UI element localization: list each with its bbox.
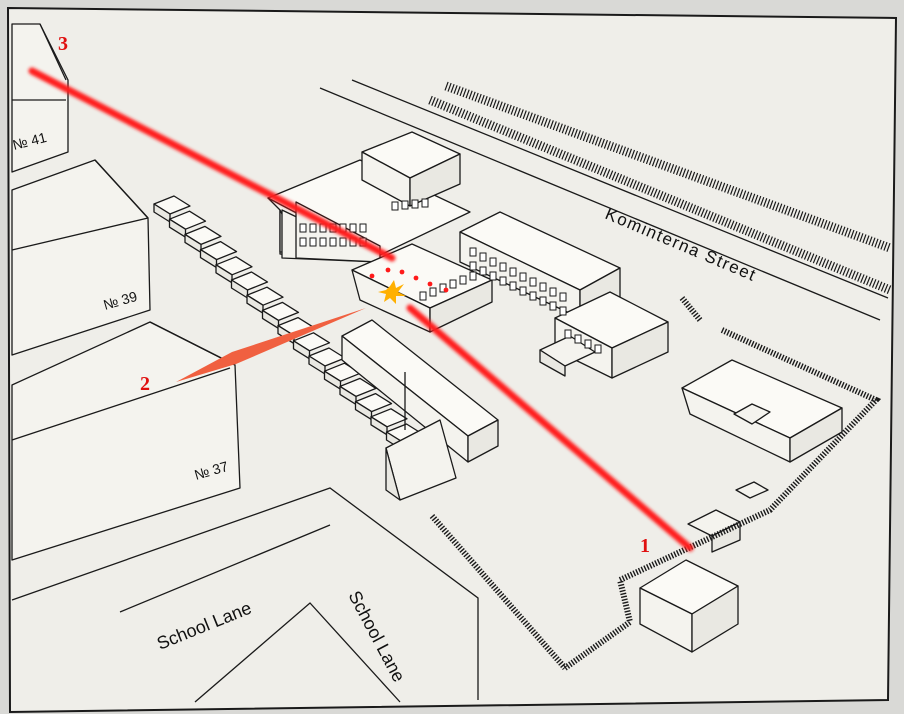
red-dot bbox=[399, 269, 405, 275]
window bbox=[479, 266, 487, 276]
red-dot bbox=[443, 287, 449, 293]
house-41 bbox=[11, 23, 69, 173]
red-dot-trail bbox=[369, 267, 449, 293]
red-dot bbox=[369, 273, 375, 279]
road-lines bbox=[319, 79, 889, 321]
window bbox=[549, 287, 557, 297]
window bbox=[519, 286, 527, 296]
window bbox=[359, 223, 367, 233]
window bbox=[489, 271, 497, 281]
window bbox=[421, 198, 429, 208]
window bbox=[499, 262, 507, 272]
window bbox=[509, 267, 517, 277]
railway-tracks bbox=[428, 81, 892, 295]
window bbox=[499, 276, 507, 286]
arrow-2 bbox=[176, 308, 366, 382]
perimeter-fence bbox=[429, 296, 882, 671]
window bbox=[574, 334, 582, 344]
window bbox=[411, 199, 419, 209]
window bbox=[559, 292, 567, 302]
window bbox=[469, 247, 477, 257]
window bbox=[449, 279, 457, 289]
window bbox=[299, 237, 307, 247]
window bbox=[469, 261, 477, 271]
window bbox=[479, 252, 487, 262]
window bbox=[349, 223, 357, 233]
window bbox=[419, 291, 427, 301]
window bbox=[519, 272, 527, 282]
window bbox=[539, 282, 547, 292]
window bbox=[339, 237, 347, 247]
red-dot bbox=[427, 281, 433, 287]
window bbox=[529, 291, 537, 301]
window bbox=[564, 329, 572, 339]
window bbox=[459, 275, 467, 285]
window bbox=[309, 223, 317, 233]
window bbox=[539, 296, 547, 306]
marker-1: 1 bbox=[640, 535, 650, 557]
line-of-fire-1 bbox=[406, 304, 694, 552]
house-37 bbox=[11, 321, 241, 561]
shed-row bbox=[153, 195, 424, 451]
window bbox=[329, 237, 337, 247]
window bbox=[429, 287, 437, 297]
window bbox=[529, 277, 537, 287]
window bbox=[391, 201, 399, 211]
window bbox=[309, 237, 317, 247]
window bbox=[319, 237, 327, 247]
window bbox=[549, 301, 557, 311]
line-of-fire-3 bbox=[28, 67, 396, 262]
right-buildings bbox=[639, 359, 843, 653]
explosion-flash bbox=[378, 280, 406, 304]
window bbox=[559, 306, 567, 316]
window bbox=[489, 257, 497, 267]
marker-3: 3 bbox=[58, 33, 68, 55]
window bbox=[299, 223, 307, 233]
window bbox=[469, 271, 477, 281]
lower-long-shed bbox=[341, 319, 499, 501]
marker-2: 2 bbox=[140, 373, 150, 395]
red-dot bbox=[385, 267, 391, 273]
street-blocks bbox=[11, 487, 479, 703]
window bbox=[594, 344, 602, 354]
window bbox=[509, 281, 517, 291]
window bbox=[401, 200, 409, 210]
red-dot bbox=[413, 275, 419, 281]
window bbox=[584, 339, 592, 349]
house-39 bbox=[11, 159, 151, 356]
